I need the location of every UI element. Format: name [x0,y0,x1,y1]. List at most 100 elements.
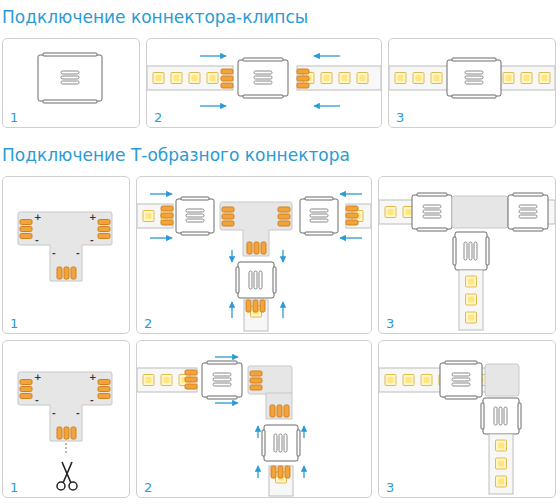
polarity-mark: - [90,396,94,405]
copper-pad [185,370,197,375]
led-core [468,297,474,303]
clip-contact [213,373,231,376]
led-core [498,443,504,449]
led-core [498,479,504,485]
clip-contact [61,71,79,74]
led-chip [207,73,218,84]
polarity-mark: + [34,213,42,222]
step-panel: 3 [378,340,556,498]
copper-pad [285,466,290,478]
step-number: 2 [154,111,162,124]
step-panel: 3 [378,176,556,334]
led-chip [143,211,154,222]
clip-contact [423,205,441,208]
step-panel: 1 [2,176,130,334]
clip-tab [236,267,239,293]
led-core [388,209,394,215]
push-arrow [200,55,226,56]
clip-contact [259,271,262,289]
scissors [62,462,72,483]
copper-pad [20,234,32,239]
clip-connector [238,262,274,298]
clip-tab [262,430,265,456]
led-chip [395,73,406,84]
t-connector-stem [243,229,269,256]
clip-connector [300,199,338,233]
led-core [406,209,412,215]
clip-tab [181,197,209,200]
copper-pad [250,385,262,390]
led-core [164,377,170,383]
push-arrow [340,193,362,194]
copper-pad [98,380,110,385]
led-strip [459,270,483,330]
copper-pad [271,466,276,478]
led-chip [431,73,442,84]
clip-contact [254,71,272,74]
clip-contact [254,81,272,84]
clip-connector [440,363,482,397]
t-connector-body [452,196,508,228]
led-core [156,75,162,81]
copper-pad [161,220,173,225]
clip-contact [310,214,328,217]
push-arrow [215,356,238,357]
copper-pad [185,377,197,382]
clip-contact [423,210,441,213]
led-core [398,75,404,81]
copper-pad [221,76,233,81]
polarity-mark: - [90,236,94,245]
clip-contact [464,242,467,260]
clip-contact [423,215,441,218]
clip-tab [513,228,543,231]
led-core [324,75,330,81]
led-chip [503,73,514,84]
clip-tab [181,232,209,235]
copper-pad [98,227,110,232]
clip-tab [243,95,283,98]
clip-contact [186,219,204,222]
clip-contact [274,434,277,452]
push-arrow [282,302,283,318]
copper-pad [278,221,290,226]
copper-pad [346,220,358,225]
polarity-mark: + [89,213,97,222]
clip-connector [412,195,452,229]
clip-contact [186,209,204,212]
led-core [424,377,430,383]
push-arrow [314,105,340,106]
push-arrow [257,426,258,438]
push-arrow [303,466,304,478]
polarity-mark: - [35,236,39,245]
led-chip [403,375,414,386]
step-number: 2 [144,481,152,494]
copper-pad [278,207,290,212]
clip-contact [465,71,483,74]
led-core [434,75,440,81]
copper-pad [71,427,76,439]
step-number: 3 [386,481,394,494]
polarity-mark: + [89,373,97,382]
clip-contact [519,215,537,218]
clip-contact [519,210,537,213]
copper-pad [222,221,234,226]
led-core [174,75,180,81]
clip-tab [243,58,283,61]
led-strip [147,66,233,90]
copper-pad [278,214,290,219]
copper-pad [284,405,289,417]
copper-pad [222,207,234,212]
clip-tab [43,53,97,56]
clip-tab [417,228,447,231]
led-chip [339,73,350,84]
copper-pad [20,227,32,232]
clip-connector [238,60,288,96]
step-panel: 2 [146,38,382,128]
step-panel: 3 [388,38,556,128]
copper-pad [297,83,309,88]
led-chip [466,294,477,305]
l-connector-stem [266,393,292,419]
push-arrow [257,466,258,478]
copper-pad [278,466,283,478]
clip-contact [61,76,79,79]
